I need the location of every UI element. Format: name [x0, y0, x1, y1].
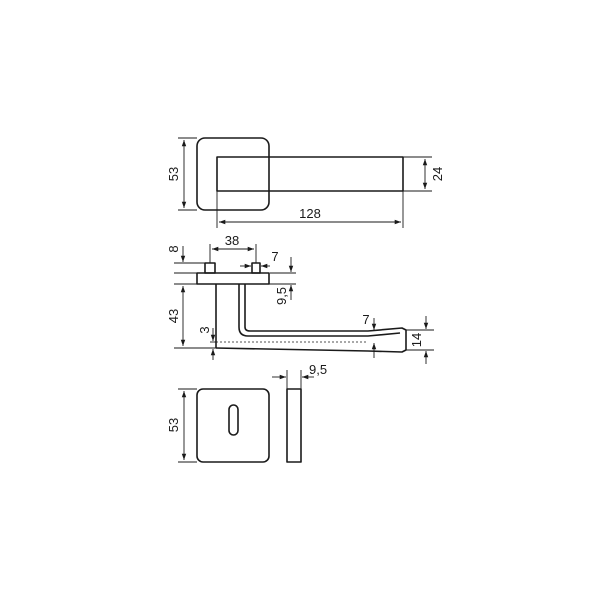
spindle-pin-right: [251, 262, 261, 274]
dim-tip-thickness: 7: [362, 312, 369, 327]
dim-spindle-width: 7: [271, 249, 278, 264]
keyhole: [228, 404, 239, 436]
rose-square-top: [196, 137, 270, 211]
dim-lever-height: 24: [430, 167, 445, 181]
top-view: 53 24 128: [166, 137, 445, 228]
dim-tip-height: 14: [409, 333, 424, 347]
dim-spindle-distance: 38: [225, 233, 239, 248]
spindle-pin-left: [204, 262, 216, 274]
side-view: 8 38 7 9,5 43 3 7 14: [166, 233, 434, 364]
rose-plate-side: [196, 272, 270, 285]
lever-top: [216, 156, 404, 192]
dim-handle-height: 43: [166, 309, 181, 323]
dim-escutcheon-thickness: 9,5: [309, 362, 327, 377]
escutcheon-view: 53 9,5: [166, 362, 327, 463]
dim-lever-length: 128: [299, 206, 321, 221]
dim-lever-end-gap: 3: [197, 326, 212, 333]
escutcheon-front: [196, 388, 270, 463]
lever-profile-side: [215, 326, 407, 353]
dim-rose-height-top: 53: [166, 167, 181, 181]
dim-lever-offset: 9,5: [274, 287, 289, 305]
dim-escutcheon-height: 53: [166, 418, 181, 432]
dim-rose-projection: 8: [166, 245, 181, 252]
escutcheon-side: [286, 388, 302, 463]
